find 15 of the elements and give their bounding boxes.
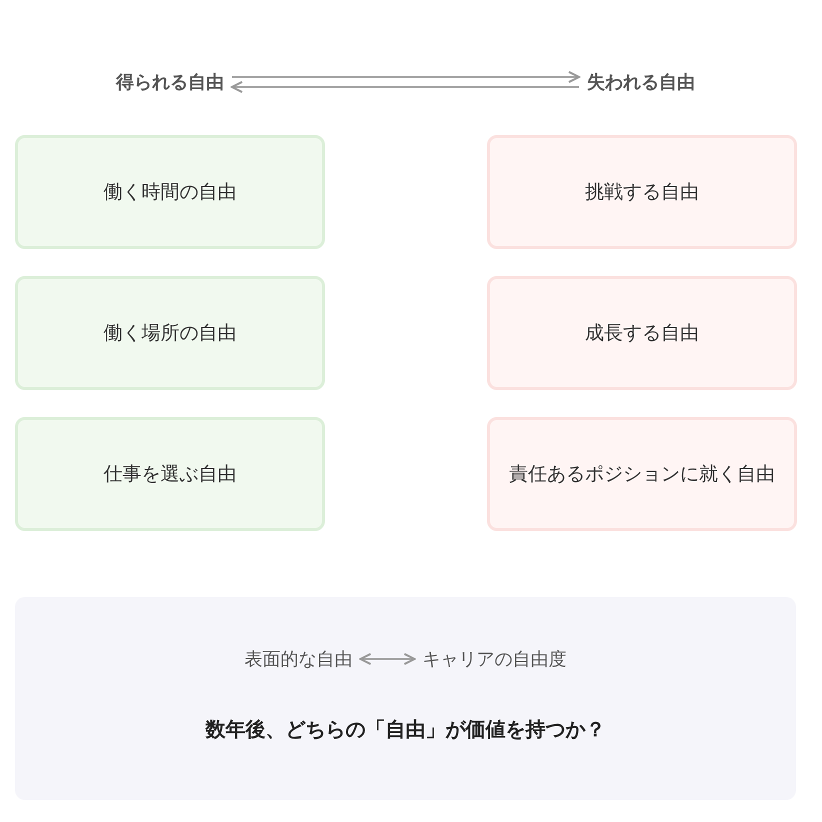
summary-panel bbox=[15, 597, 796, 800]
freedom-card: 仕事を選ぶ自由 bbox=[15, 417, 325, 531]
freedom-card: 働く場所の自由 bbox=[15, 276, 325, 390]
question-text: 数年後、どちらの「自由」が価値を持つか？ bbox=[206, 716, 606, 743]
arrow bbox=[232, 70, 580, 84]
arrow bbox=[360, 652, 416, 666]
arrow bbox=[231, 80, 579, 94]
comparison-term: 表面的な自由 bbox=[244, 647, 352, 671]
freedom-card: 責任あるポジションに就く自由 bbox=[487, 417, 797, 531]
column-heading: 失われる自由 bbox=[587, 70, 695, 94]
column-heading: 得られる自由 bbox=[116, 70, 224, 94]
comparison-term: キャリアの自由度 bbox=[422, 647, 566, 671]
freedom-card: 働く時間の自由 bbox=[15, 135, 325, 249]
freedom-card: 成長する自由 bbox=[487, 276, 797, 390]
freedom-card: 挑戦する自由 bbox=[487, 135, 797, 249]
